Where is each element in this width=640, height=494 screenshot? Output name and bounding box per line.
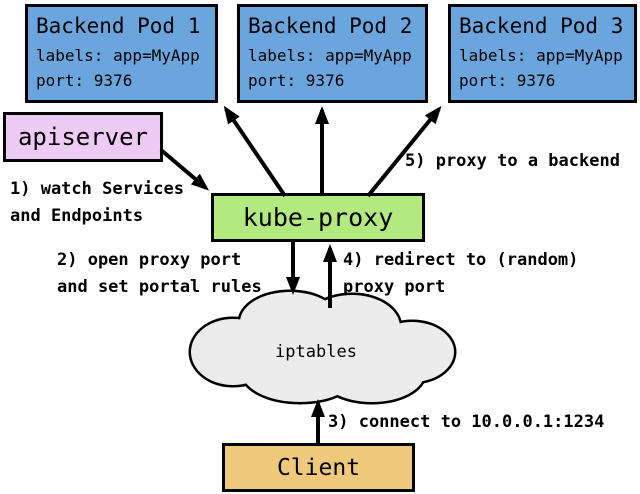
client-label: Client xyxy=(276,454,361,481)
arrow-step5-to-pod1 xyxy=(223,105,287,198)
annotation-step3: 3) connect to 10.0.0.1:1234 xyxy=(328,409,604,436)
backend-pod-2-labels: labels: app=MyApp xyxy=(248,46,412,65)
annotation-step5-line1: 5) proxy to a backend xyxy=(405,151,620,171)
client-box: Client xyxy=(222,443,415,492)
annotation-step4: 4) redirect to (random) proxy port xyxy=(343,247,578,301)
backend-pod-1-labels: labels: app=MyApp xyxy=(36,46,200,65)
annotation-step1-line2: and Endpoints xyxy=(10,206,144,226)
annotation-step2: 2) open proxy port and set portal rules xyxy=(57,247,262,301)
backend-pod-2-port: port: 9376 xyxy=(248,71,345,90)
backend-pod-1-title: Backend Pod 1 xyxy=(36,14,201,38)
annotation-step2-line1: 2) open proxy port xyxy=(57,250,242,270)
backend-pod-3-port: port: 9376 xyxy=(459,71,556,90)
kube-proxy-box: kube-proxy xyxy=(211,193,425,242)
apiserver-label: apiserver xyxy=(17,123,149,151)
annotation-step2-line2: and set portal rules xyxy=(57,277,262,297)
backend-pod-2-title: Backend Pod 2 xyxy=(248,14,413,38)
annotation-step1: 1) watch Services and Endpoints xyxy=(10,176,184,230)
backend-pod-3-labels: labels: app=MyApp xyxy=(459,46,623,65)
annotation-step3-line1: 3) connect to 10.0.0.1:1234 xyxy=(328,412,605,432)
backend-pod-1-port: port: 9376 xyxy=(36,71,133,90)
annotation-step1-line1: 1) watch Services xyxy=(10,179,184,199)
iptables-label: iptables xyxy=(275,342,357,362)
annotation-step5: 5) proxy to a backend xyxy=(405,148,620,175)
apiserver-box: apiserver xyxy=(3,112,163,162)
annotation-step4-line2: proxy port xyxy=(343,277,446,297)
backend-pod-2-box: Backend Pod 2 labels: app=MyApp port: 93… xyxy=(237,4,428,103)
kube-proxy-label: kube-proxy xyxy=(242,203,394,232)
backend-pod-1-box: Backend Pod 1 labels: app=MyApp port: 93… xyxy=(25,4,218,103)
backend-pod-3-title: Backend Pod 3 xyxy=(459,14,624,38)
backend-pod-3-box: Backend Pod 3 labels: app=MyApp port: 93… xyxy=(448,4,637,103)
annotation-step4-line1: 4) redirect to (random) xyxy=(343,250,579,270)
